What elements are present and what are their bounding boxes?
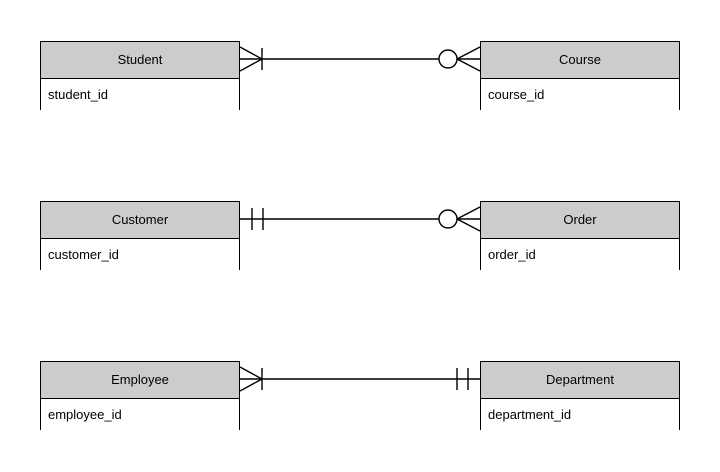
- entity-attribute-course-id: course_id: [481, 79, 679, 111]
- entity-name-order: Order: [481, 202, 679, 239]
- entity-student[interactable]: Student student_id: [40, 41, 240, 111]
- cardinality-circle-zero: [438, 49, 458, 69]
- entity-attribute-department-id: department_id: [481, 399, 679, 431]
- entity-name-student: Student: [41, 42, 239, 79]
- relationship-student-course: [239, 46, 481, 72]
- crowsfoot-upper: [456, 46, 481, 60]
- crowsfoot-upper: [456, 206, 481, 220]
- entity-name-employee: Employee: [41, 362, 239, 399]
- relationship-employee-department: [239, 366, 480, 392]
- entity-attribute-employee-id: employee_id: [41, 399, 239, 431]
- entity-order[interactable]: Order order_id: [480, 201, 680, 271]
- entity-attribute-customer-id: customer_id: [41, 239, 239, 271]
- crowsfoot-lower: [239, 58, 263, 72]
- entity-name-course: Course: [481, 42, 679, 79]
- entity-employee[interactable]: Employee employee_id: [40, 361, 240, 431]
- crowsfoot-lower: [456, 218, 481, 232]
- relationship-customer-order: [240, 206, 481, 232]
- entity-course[interactable]: Course course_id: [480, 41, 680, 111]
- crowsfoot-lower: [239, 378, 263, 392]
- entity-name-customer: Customer: [41, 202, 239, 239]
- entity-department[interactable]: Department department_id: [480, 361, 680, 431]
- cardinality-circle-zero: [438, 209, 458, 229]
- crowsfoot-upper: [239, 366, 263, 380]
- crowsfoot-upper: [239, 46, 263, 60]
- entity-name-department: Department: [481, 362, 679, 399]
- entity-attribute-student-id: student_id: [41, 79, 239, 111]
- entity-attribute-order-id: order_id: [481, 239, 679, 271]
- entity-customer[interactable]: Customer customer_id: [40, 201, 240, 271]
- crowsfoot-lower: [456, 58, 481, 72]
